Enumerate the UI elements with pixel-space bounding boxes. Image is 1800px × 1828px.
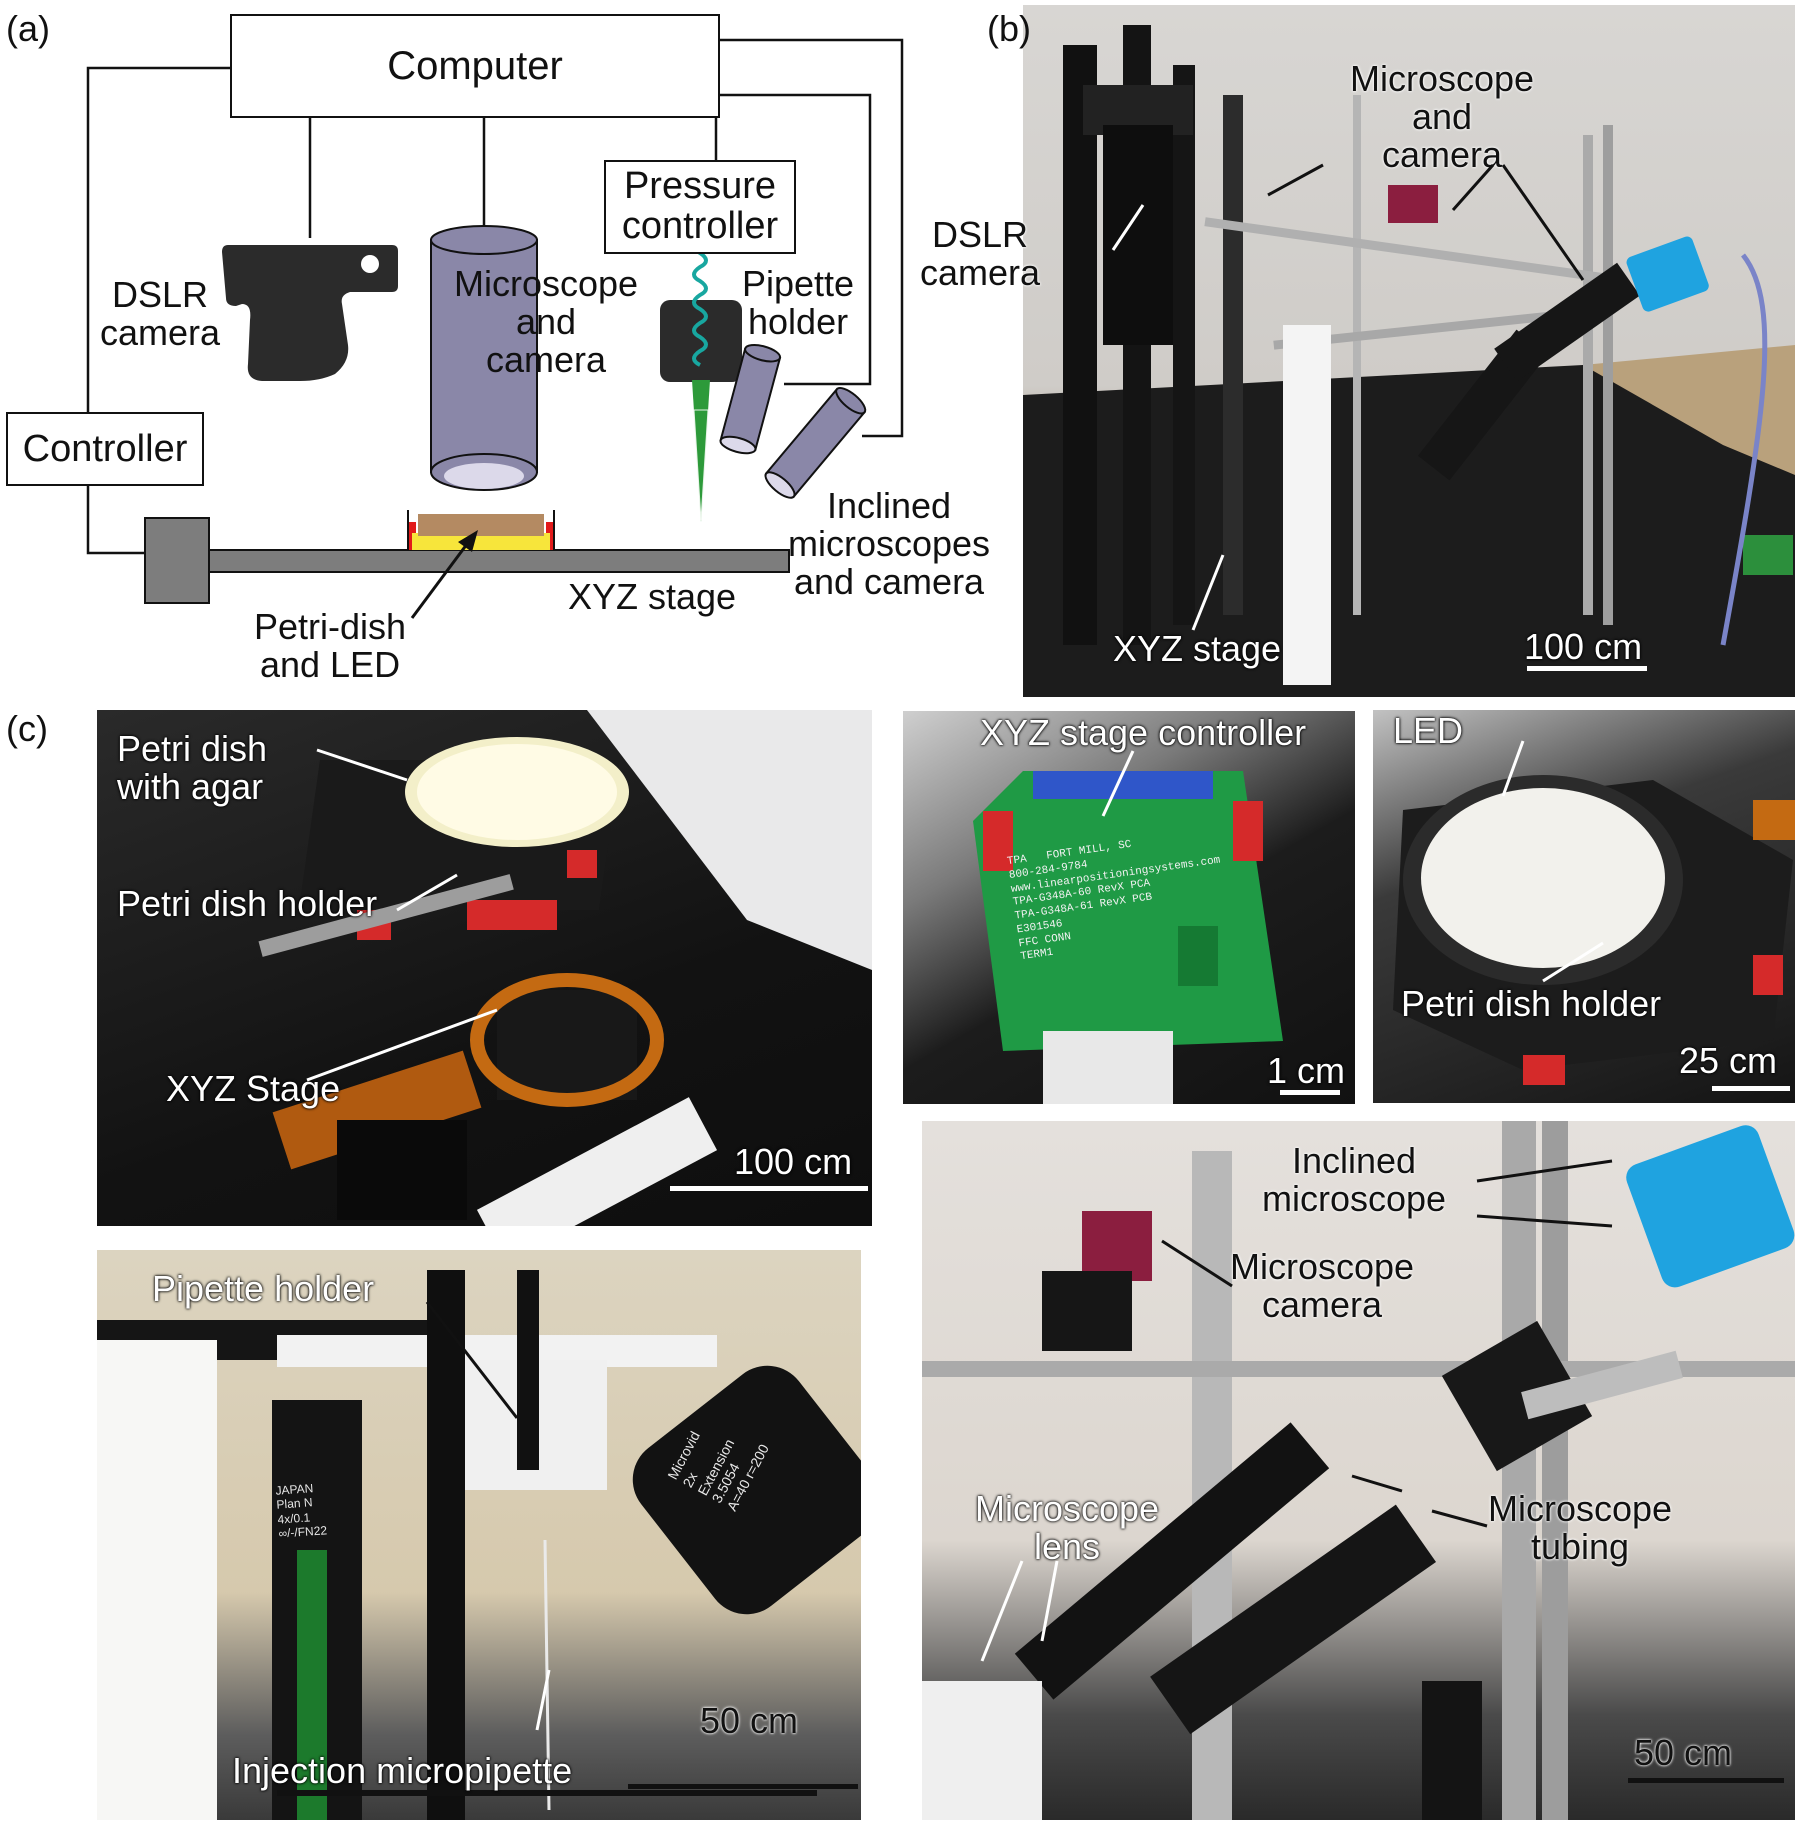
b-scale-text: 100 cm (1524, 626, 1643, 667)
controller-box: Controller (6, 412, 204, 486)
c3-petri-holder-label: Petri dish holder (1401, 983, 1662, 1024)
c-photo-stage (97, 710, 872, 1226)
c1-scale-bar (670, 1186, 868, 1191)
c5-microscope-camera-label: Microscope camera (1230, 1246, 1415, 1325)
wire-computer-incl2 (718, 93, 872, 386)
c1-arrows (306, 748, 498, 1082)
petri-led-label: Petri-dish and LED (254, 606, 407, 685)
controller-label: Controller (22, 427, 188, 470)
b-scale-bar (1527, 666, 1647, 671)
c3-led-label: LED (1393, 710, 1464, 751)
microscope-camera-label: Microscope and camera (454, 263, 639, 380)
dslr-lens-dot (361, 255, 379, 273)
panel-c-letter: (c) (6, 708, 48, 749)
c1-xyz-stage-label: XYZ Stage (166, 1068, 341, 1109)
wire-computer-controller (86, 66, 230, 412)
c5-microscope-lens-label: Microscope lens (975, 1488, 1160, 1567)
c-photo-led (1373, 710, 1795, 1103)
led-yellow (412, 533, 550, 550)
c1-scale-text: 100 cm (734, 1141, 853, 1182)
c-photo-pipette: JAPAN Plan N 4x/0.1 ∞/-/FN22 Microvid 2x… (97, 1250, 861, 1820)
c4-pipette-holder-label: Pipette holder (152, 1268, 375, 1309)
dslr-camera-shape (222, 245, 398, 381)
c3-scale-bar (1712, 1086, 1790, 1091)
panel-b-photo (1023, 5, 1795, 697)
b-xyz-stage-label: XYZ stage (1113, 628, 1282, 669)
wire-controller-stage (86, 484, 145, 555)
b-microscope-camera-label: Microscope and camera (1350, 58, 1535, 175)
petri-dish-brown (418, 514, 544, 536)
c4-scale-bar (628, 1784, 858, 1789)
c5-scale-text: 50 cm (1634, 1732, 1733, 1773)
c-photo-controller: TPA FORT MILL, SC 800-284-9784 www.linea… (903, 711, 1355, 1104)
panel-a-schematic (86, 38, 904, 619)
c4-scale-text: 50 cm (700, 1700, 799, 1741)
microscope-cylinder-shape (430, 225, 538, 491)
stage-motor-block (144, 517, 210, 604)
wire-computer-incl1 (718, 38, 904, 438)
c1-petri-agar-label: Petri dish with agar (117, 728, 268, 807)
panel-b-letter: (b) (987, 8, 1031, 49)
dslr-camera-label: DSLR camera (100, 274, 221, 353)
pressure-controller-box: Pressure controller (604, 160, 796, 254)
pressure-controller-label: Pressure controller (621, 165, 779, 247)
c2-xyz-controller-label: XYZ stage controller (980, 712, 1307, 753)
computer-box: Computer (230, 14, 720, 118)
wires (86, 38, 904, 555)
xyz-stage-label: XYZ stage (568, 576, 737, 617)
panel-a-letter: (a) (6, 8, 50, 49)
computer-label: Computer (387, 43, 563, 88)
c5-arrows (980, 1159, 1613, 1662)
panel-b-drawing (1023, 25, 1795, 697)
c2-c3-arrows (1101, 740, 1604, 983)
injection-needle (692, 380, 710, 522)
stage-rail (208, 549, 790, 573)
inclined-microscope-1 (719, 344, 782, 455)
c2-scale-bar (1280, 1090, 1340, 1095)
c4-injection-label: Injection micropipette (232, 1750, 573, 1791)
inclined-label: Inclined microscopes and camera (788, 485, 991, 602)
c5-microscope-tubing-label: Microscope tubing (1488, 1488, 1673, 1567)
b-dslr-label: DSLR camera (920, 214, 1041, 293)
c5-inclined-microscope-label: Inclined microscope (1262, 1140, 1447, 1219)
c1-petri-holder-label: Petri dish holder (117, 883, 378, 924)
c5-scale-bar (1628, 1778, 1784, 1783)
c4-arrows (425, 1301, 551, 1731)
inclined-microscope-2 (764, 386, 867, 499)
injection-needle-tip (693, 409, 709, 521)
panel-b-arrows (1111, 163, 1585, 631)
petri-arrow (410, 539, 472, 619)
pipette-holder-label: Pipette holder (742, 263, 855, 342)
pipette-holder-block (660, 300, 742, 382)
c3-scale-text: 25 cm (1679, 1040, 1778, 1081)
c2-scale-text: 1 cm (1267, 1050, 1346, 1091)
c-photo-inclined (922, 1121, 1795, 1820)
